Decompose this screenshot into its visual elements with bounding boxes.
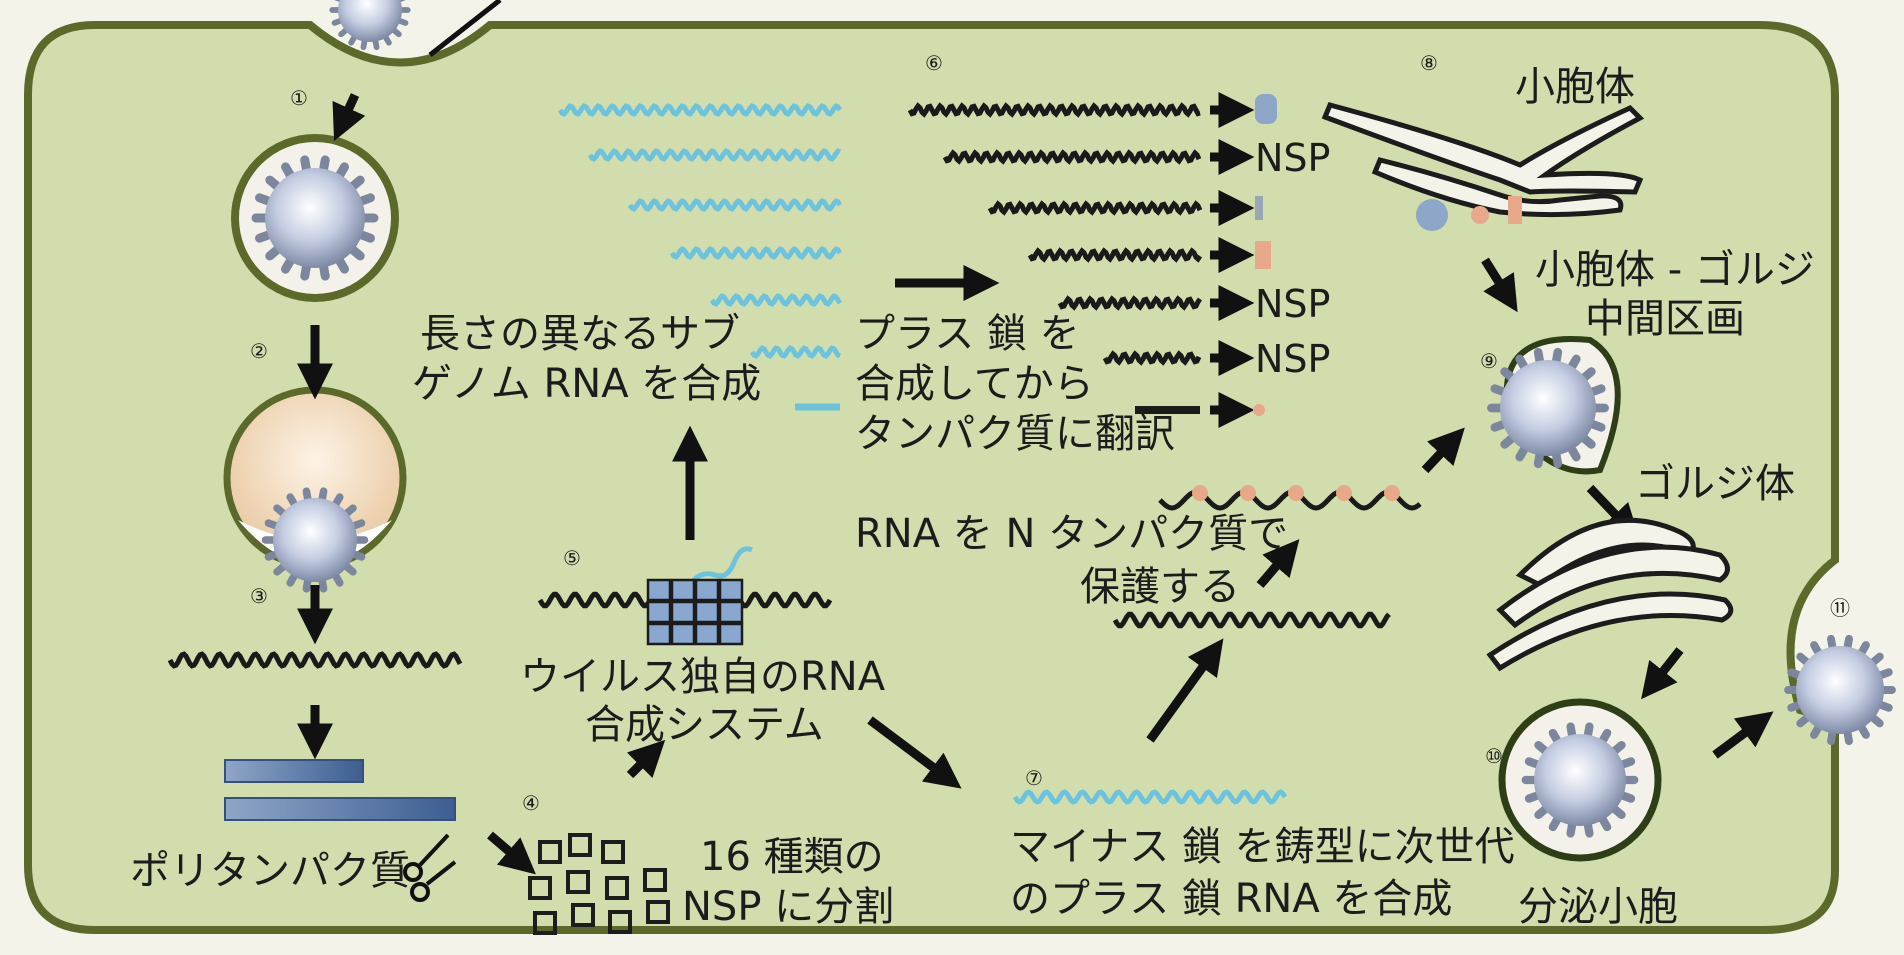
virus-uncoating [261, 487, 369, 593]
ergic-label-line2: 中間区画 [1585, 296, 1745, 342]
secretory-vesicle-label: 分泌小胞 [1518, 884, 1678, 930]
polyprotein-label: ポリタンパク質 [130, 848, 410, 894]
svg-text:NSP: NSP [1255, 136, 1330, 180]
polyprotein-bar-long [224, 797, 456, 821]
virus-in-secretory-vesicle [1521, 722, 1639, 838]
step-marker-5: ⑤ [563, 546, 581, 570]
n-protein-label-line2: 保護する [1080, 564, 1240, 610]
svg-text:NSP: NSP [1255, 282, 1330, 326]
rna-system-label-line1: ウイルス独自のRNA [520, 654, 886, 700]
minus-template-label-line1: マイナス 鎖 を鋳型に次世代 [1010, 824, 1515, 870]
plus-strand-label-line2: 合成してから [855, 361, 1094, 407]
step-marker-9: ⑨ [1480, 349, 1498, 373]
step-marker-10: ⑩ [1485, 744, 1503, 768]
er-budding-particles [1416, 196, 1522, 231]
step-marker-6: ⑥ [925, 51, 943, 75]
svg-text:NSP: NSP [1255, 337, 1330, 381]
plus-strand-rna [1112, 611, 1391, 629]
endoplasmic-reticulum [1321, 102, 1645, 218]
arrows-column-1 [297, 93, 536, 875]
virus-in-endosome [251, 155, 379, 281]
plus-strand-label-line1: プラス 鎖 を [855, 311, 1080, 357]
scissors-icon [403, 833, 457, 902]
step-marker-1: ① [290, 86, 308, 110]
entry-pointer-line [428, 0, 502, 57]
cell-membrane [24, 21, 1839, 934]
mrna-translation-set: NSP NSP NSP [907, 92, 1330, 428]
nsp-fragments [528, 833, 670, 935]
step-marker-4: ④ [522, 791, 540, 815]
n-protein-label-line1: RNA を N タンパク質で [855, 511, 1288, 557]
step-marker-3: ③ [250, 584, 268, 608]
subgenomic-label-line1: 長さの異なるサブ [420, 311, 740, 357]
golgi-label: ゴルジ体 [1635, 461, 1795, 507]
nascent-rna [687, 546, 754, 587]
er-label: 小胞体 [1515, 64, 1635, 110]
polyprotein-bar-short [224, 759, 364, 783]
subgenomic-rna-set [557, 103, 843, 411]
genomic-rna [167, 651, 463, 669]
step-marker-11: ⑪ [1830, 596, 1850, 620]
subgenomic-label-line2: ゲノム RNA を合成 [412, 361, 761, 407]
golgi-apparatus [1486, 517, 1734, 672]
replication-complex [646, 578, 744, 646]
virus-released [1784, 634, 1896, 746]
nsp-split-label-line1: 16 種類の [700, 834, 884, 880]
arrows-middle [626, 265, 1465, 789]
virus-entering [329, 0, 411, 51]
step-marker-7: ⑦ [1025, 766, 1043, 790]
nsp-split-label-line2: NSP に分割 [682, 884, 894, 930]
ergic-label-line1: 小胞体 - ゴルジ [1535, 247, 1815, 293]
virus-ergic [1487, 347, 1609, 469]
step-marker-2: ② [250, 339, 268, 363]
plus-strand-label-line3: タンパク質に翻訳 [855, 411, 1175, 457]
minus-template-label-line2: のプラス 鎖 RNA を合成 [1010, 876, 1452, 922]
step-marker-8: ⑧ [1420, 51, 1438, 75]
rna-system-label-line2: 合成システム [585, 702, 824, 748]
minus-strand-rna [1012, 789, 1288, 805]
n-protein-coated-rna [1158, 485, 1422, 511]
